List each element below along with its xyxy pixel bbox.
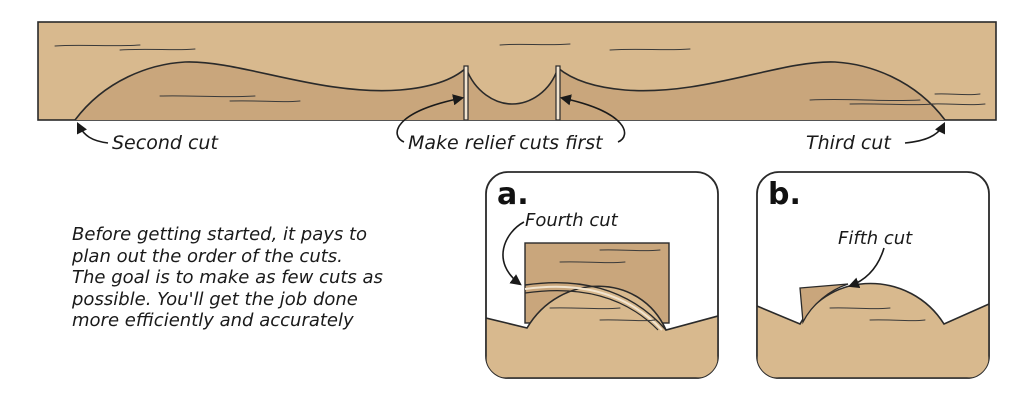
label-fifth-cut: Fifth cut bbox=[838, 228, 913, 249]
workpiece-a bbox=[486, 285, 718, 378]
panel-b-tag: b. bbox=[768, 177, 801, 212]
panel-a bbox=[485, 171, 719, 379]
relief-cut-left bbox=[463, 65, 469, 121]
second-cut-arrow bbox=[76, 121, 109, 144]
relief-cut-right bbox=[555, 65, 561, 121]
label-fourth-cut: Fourth cut bbox=[525, 210, 618, 231]
third-cut-arrow bbox=[904, 121, 946, 144]
cut-profile-line bbox=[74, 61, 946, 121]
fourth-cut-arrow bbox=[502, 221, 525, 286]
panel-a-tag: a. bbox=[497, 177, 529, 212]
workpiece-board bbox=[37, 21, 997, 121]
caption-line: plan out the order of the cuts. bbox=[72, 245, 343, 267]
caption-line: more efficiently and accurately bbox=[72, 310, 354, 331]
caption-line: The goal is to make as few cuts as bbox=[72, 267, 383, 288]
panel-b bbox=[756, 171, 990, 379]
label-third-cut: Third cut bbox=[806, 132, 891, 154]
wood-grain bbox=[54, 43, 986, 106]
fifth-cut-arrow bbox=[847, 247, 885, 289]
caption-line: Before getting started, it pays to bbox=[72, 224, 368, 245]
relief-arrow-right bbox=[559, 94, 626, 143]
caption-line: possible. You'll get the job done bbox=[72, 288, 358, 310]
caption-text: Before getting started, it pays to plan … bbox=[72, 224, 432, 332]
waste-area bbox=[75, 61, 466, 120]
label-relief-cuts: Make relief cuts first bbox=[408, 132, 603, 154]
label-second-cut: Second cut bbox=[112, 132, 218, 154]
relief-gap bbox=[466, 68, 558, 120]
relief-arrow-left bbox=[396, 94, 465, 143]
fourth-cut-kerf bbox=[524, 281, 667, 331]
